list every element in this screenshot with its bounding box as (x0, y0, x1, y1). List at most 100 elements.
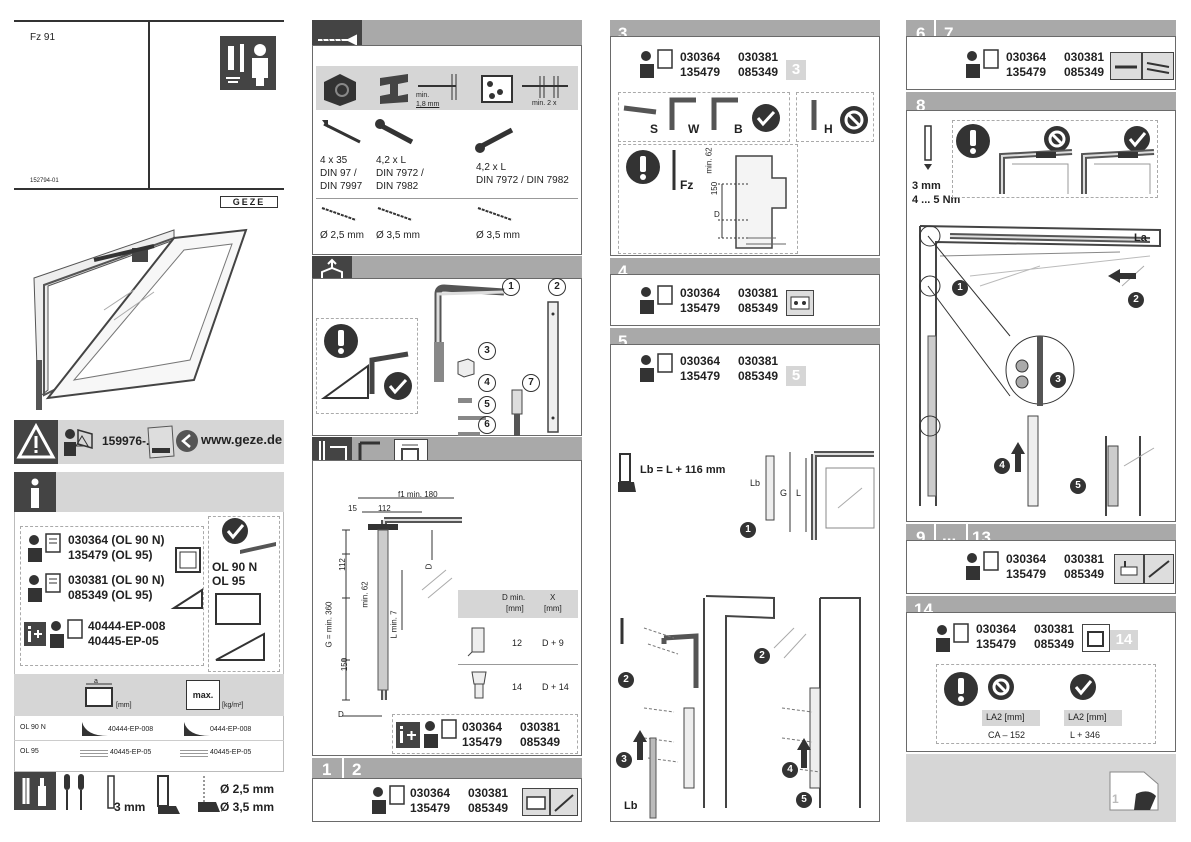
step-sep (934, 524, 936, 554)
web-icon (176, 430, 198, 452)
min-18-label: 1,8 mm (416, 101, 440, 108)
info-row-text: 030364 (OL 90 N)135479 (OL 95) (68, 533, 165, 562)
geze-logo: GEZE (220, 196, 278, 208)
person-manual-icon (62, 426, 96, 458)
person-book-icon (964, 550, 1002, 582)
arm-part-2 (547, 301, 559, 433)
header-divider (148, 20, 150, 189)
c4-circ-3: 3 (1050, 372, 1066, 388)
g-label: G (780, 488, 788, 498)
fz-note-dash (618, 144, 798, 254)
lb-bottom-label: Lb (624, 800, 638, 812)
step-1: 1 (322, 760, 332, 779)
pin-d12-icon (467, 627, 485, 657)
c4-circ-2: 2 (1128, 292, 1144, 308)
arm-h-dash (796, 92, 874, 142)
arm-type-s (623, 105, 657, 115)
person-book-icon (422, 718, 460, 750)
tools-icon (14, 772, 56, 810)
model-label: Fz 91 (30, 32, 56, 43)
info-box (14, 512, 284, 772)
self-tapping-screw-icon (375, 119, 414, 145)
frame-thumb-1 (522, 788, 550, 816)
page-number: 1 (1112, 792, 1119, 806)
lb-formula: Lb = L + 116 mm (640, 464, 726, 476)
frame-icon-3 (215, 593, 261, 625)
info-codes-dash (20, 526, 204, 666)
drill-bit-icon (477, 207, 513, 221)
ol-table-head (14, 674, 284, 716)
bracket-thumb (786, 290, 814, 316)
step-2: 2 (352, 760, 362, 779)
ol-row-2: OL 95 40445-EP-05 40445-EP-05 (20, 748, 252, 757)
step-5: 5 (618, 332, 628, 351)
person-book-icon (638, 352, 676, 384)
check-icon (1070, 674, 1096, 700)
screw-top-strip (316, 66, 578, 110)
la2-label-2: LA2 [mm] (1068, 712, 1107, 722)
step-sep (966, 524, 968, 554)
fz-label: Fz (680, 178, 694, 192)
arm-sketch (369, 351, 409, 394)
a-label: a (94, 678, 98, 685)
column-1: Fz 91 152794-01 GEZE 159976-.. www.gez (14, 20, 284, 822)
lb-label: Lb (750, 478, 761, 488)
step-9: 9 (916, 528, 926, 547)
warning-code: 159976-.. (102, 434, 153, 448)
prohibit-icon (1044, 126, 1070, 152)
chamber-profile-icon (481, 75, 513, 103)
info-plus-icon (24, 622, 46, 646)
dim-112: 112 (378, 504, 391, 513)
curve-icon (82, 722, 108, 736)
la2-value-2: L + 346 (1070, 730, 1100, 740)
l-label: L (796, 488, 802, 498)
dim-g: G = min. 360 (324, 601, 334, 648)
c4-circ-1: 1 (952, 280, 968, 296)
dim-150: 150 (340, 657, 350, 672)
arrow-up-icon-2 (796, 736, 812, 770)
drill-icon (198, 776, 220, 812)
parts-note-dash (316, 318, 418, 414)
part-1: 1 (502, 278, 520, 296)
step-sep (342, 758, 344, 784)
assembly-drawing (919, 225, 1161, 516)
saw-icon (618, 453, 636, 492)
hex-key-icon (924, 125, 932, 170)
mm-label: [mm] (116, 702, 132, 709)
self-tapping-screw-icon-2 (475, 127, 514, 153)
dim-f1: f1 min. 180 (398, 490, 438, 499)
tools-person-icon (220, 36, 276, 90)
lever-thumb-1 (1114, 554, 1144, 584)
hex-size: 3 mm (114, 800, 146, 814)
torque-hex: 3 mm (912, 180, 941, 192)
bolt-part-7 (511, 389, 523, 436)
ol-row-1: OL 90 N 40444-EP-008 0444-EP-008 (14, 718, 284, 741)
manual-icon (146, 424, 176, 460)
dim-l: L min. 7 (389, 610, 399, 639)
info-icon (14, 472, 56, 512)
step-8: 8 (916, 96, 926, 115)
website-link[interactable]: www.geze.de (201, 432, 283, 447)
c4-circ-4: 4 (994, 458, 1010, 474)
letter-w: W (688, 122, 700, 136)
la-label: La (1134, 232, 1147, 244)
drill-size-1: Ø 2,5 mm (220, 782, 275, 796)
circ-4: 4 (782, 762, 798, 778)
info-row-text: 030381 (OL 90 N)085349 (OL 95) (68, 573, 165, 602)
install-drawing (620, 595, 861, 819)
circ-5: 5 (796, 792, 812, 808)
dim-d: D (338, 710, 344, 719)
letter-s: S (650, 122, 659, 136)
curve-icon (184, 722, 210, 736)
dx-rule (458, 664, 578, 665)
